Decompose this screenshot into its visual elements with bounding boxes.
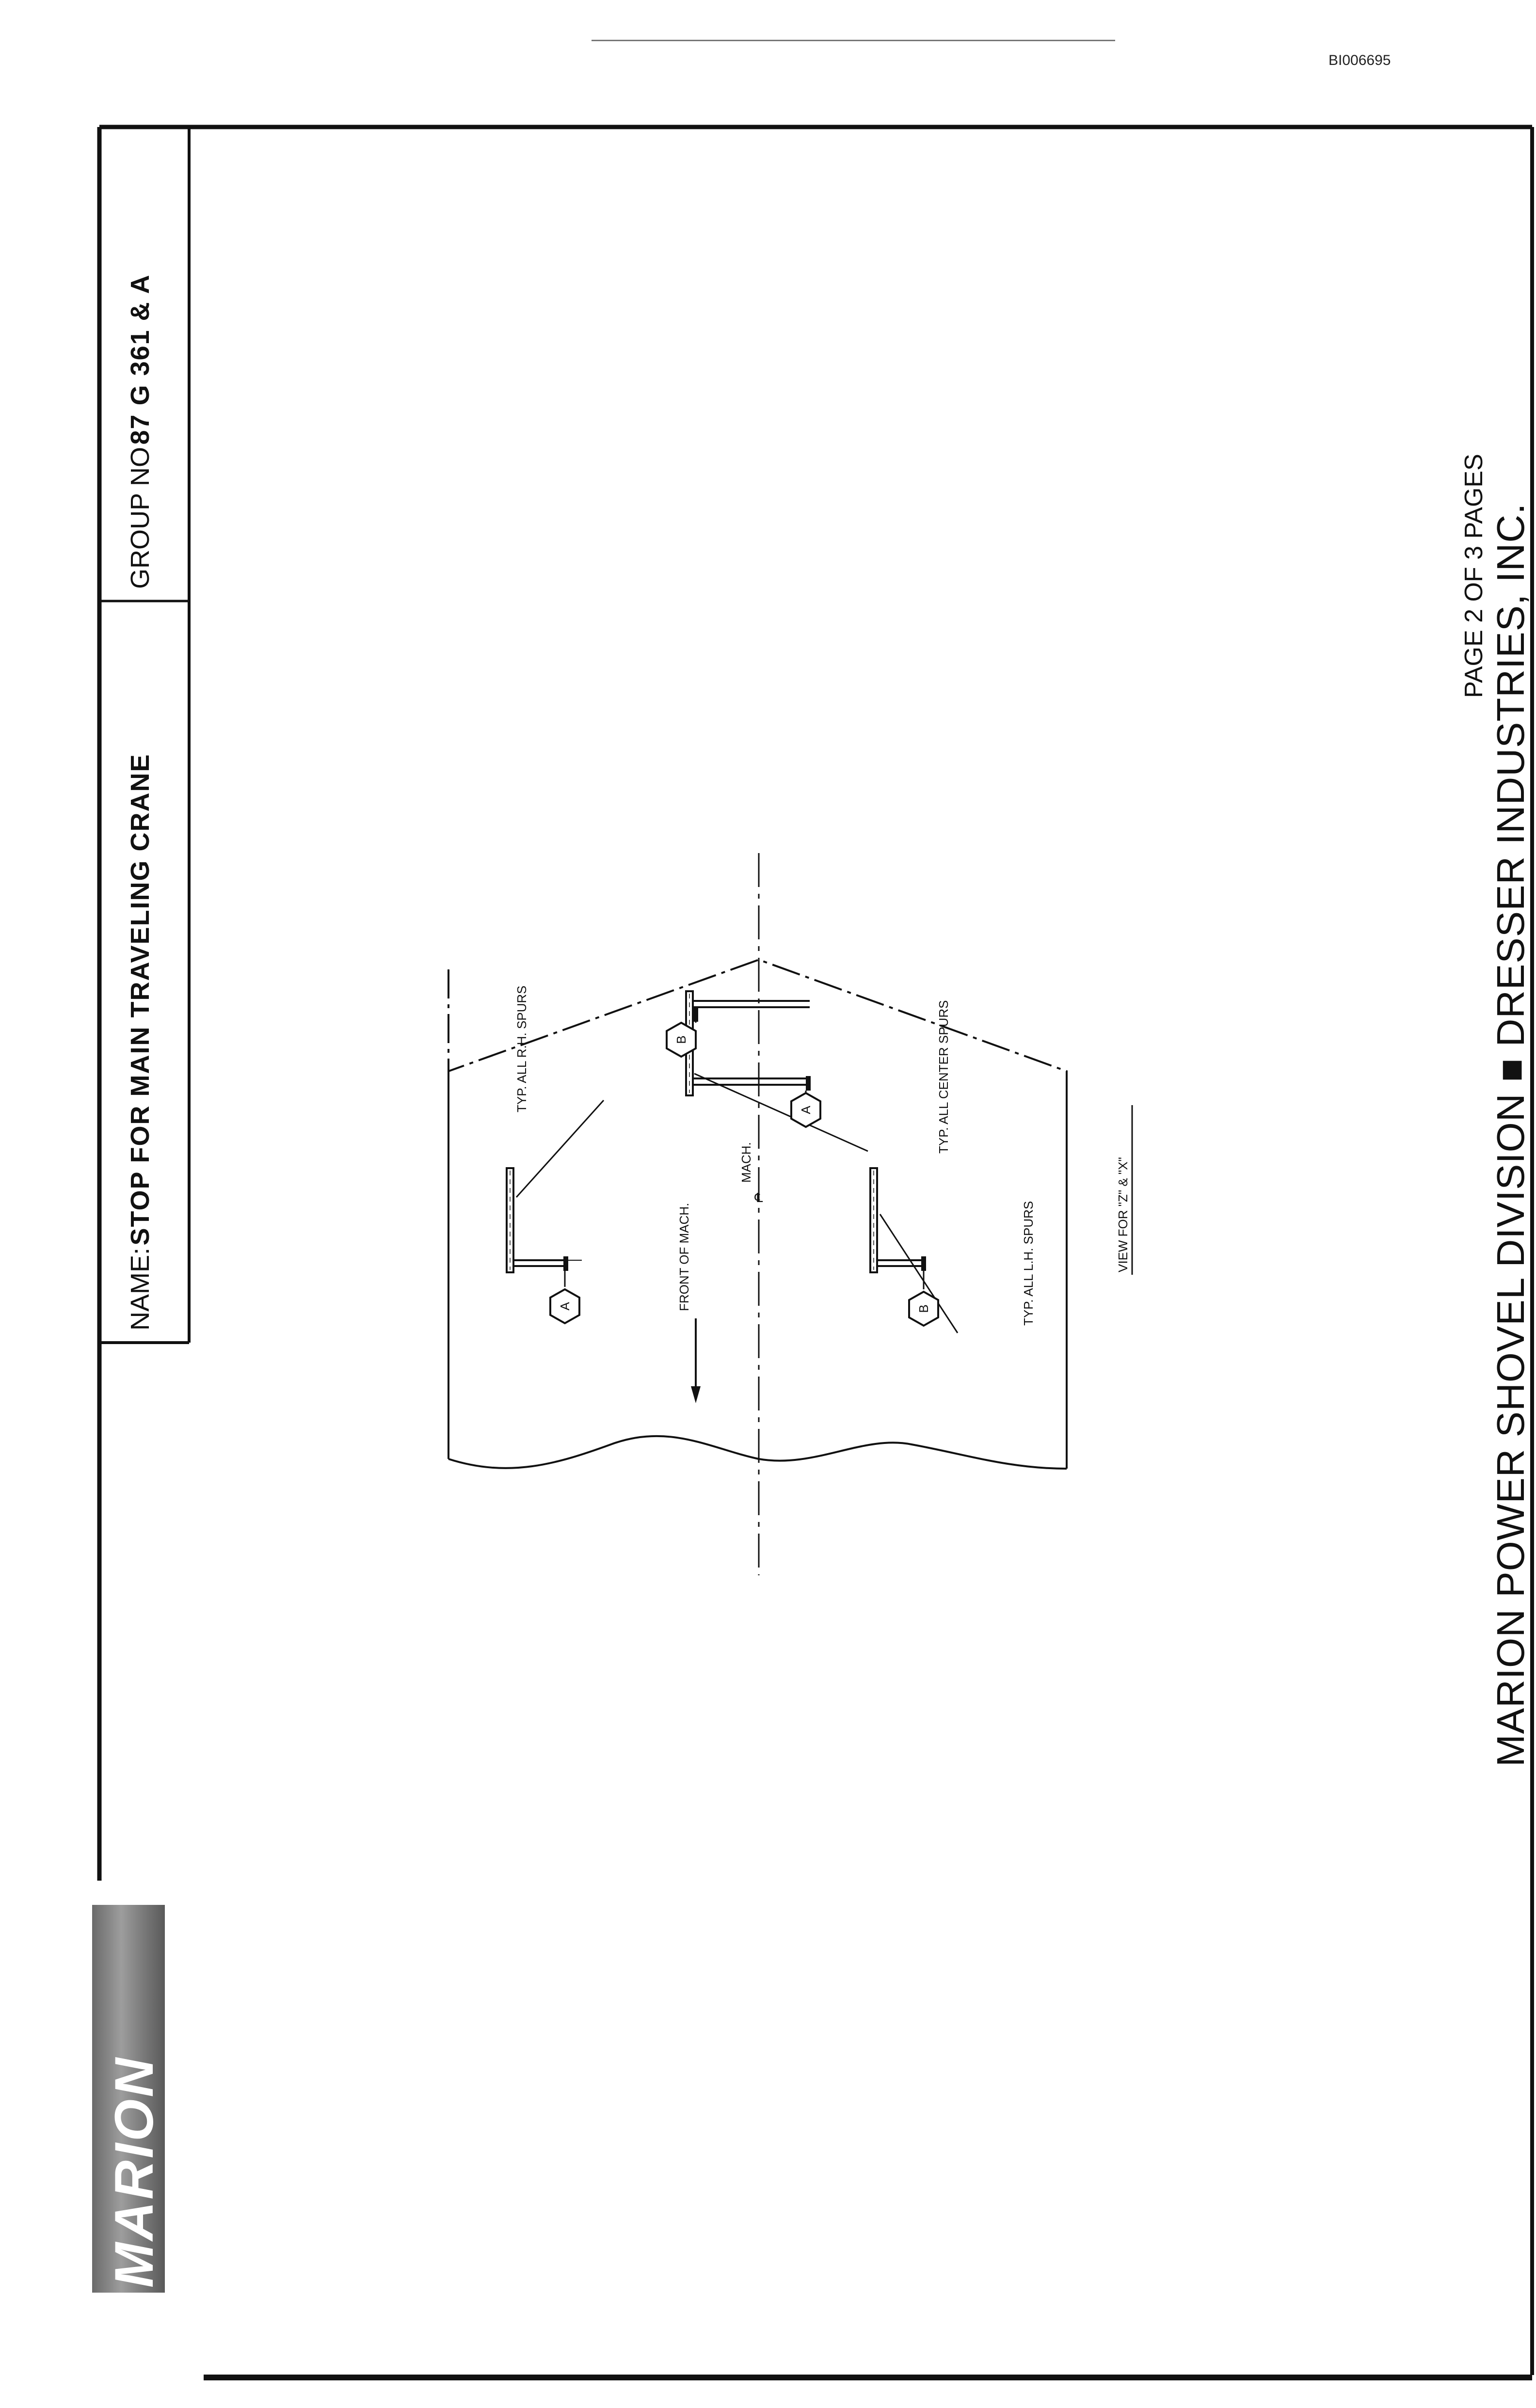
name-field: NAME: STOP FOR MAIN TRAVELING CRANE xyxy=(125,753,155,1331)
company-footer: MARION POWER SHOVEL DIVISION ■ DRESSER I… xyxy=(1489,503,1532,1767)
note-lh-spurs: TYP. ALL L.H. SPURS xyxy=(1021,1201,1036,1326)
lh-spur-rail xyxy=(869,1167,878,1273)
group-label: GROUP NO xyxy=(126,446,155,589)
page-indicator: PAGE 2 OF 3 PAGES xyxy=(1460,454,1488,698)
svg-text:A: A xyxy=(558,1302,572,1311)
logo-text: MARION xyxy=(104,2056,164,2288)
front-arrow-head xyxy=(691,1386,701,1403)
machine-outline-dashed xyxy=(448,958,1068,1464)
name-label: NAME: xyxy=(126,1247,155,1331)
rh-spur-stop xyxy=(563,1256,568,1271)
callout-b-lh: B xyxy=(908,1290,939,1327)
rh-spur-rail xyxy=(506,1167,514,1273)
centerline-symbol: ℄ xyxy=(754,1190,763,1205)
callout-b-center: B xyxy=(666,1021,697,1058)
center-spur-leader xyxy=(694,1073,868,1152)
note-machine-centerline: MACH. xyxy=(739,1142,753,1183)
top-rule xyxy=(592,40,1115,41)
view-caption: VIEW FOR "Z" & "X" xyxy=(1116,1157,1130,1272)
svg-text:B: B xyxy=(674,1035,688,1044)
svg-text:B: B xyxy=(916,1304,931,1313)
document-id: BI006695 xyxy=(1328,52,1391,68)
center-spur-stop-upper xyxy=(693,1007,698,1022)
machine-break-line xyxy=(448,1435,1067,1470)
callout-a-rh: A xyxy=(549,1288,580,1325)
lh-spur-stop xyxy=(921,1256,926,1271)
lh-spur-leader xyxy=(879,1214,959,1333)
group-number: 87 G 361 & A xyxy=(126,274,155,445)
svg-text:A: A xyxy=(799,1106,813,1114)
note-center-spurs: TYP. ALL CENTER SPURS xyxy=(936,1000,951,1154)
marion-logo: MARION xyxy=(92,1905,165,2293)
note-rh-spurs: TYP. ALL R.H. SPURS xyxy=(514,985,529,1112)
callout-a-center: A xyxy=(790,1092,821,1128)
rh-spur-leader xyxy=(515,1099,605,1198)
group-field: GROUP NO 87 G 361 & A xyxy=(125,274,155,589)
drawing-title: STOP FOR MAIN TRAVELING CRANE xyxy=(126,753,155,1246)
center-spur-stop-lower xyxy=(806,1076,811,1091)
note-front-of-mach: FRONT OF MACH. xyxy=(677,1203,691,1311)
